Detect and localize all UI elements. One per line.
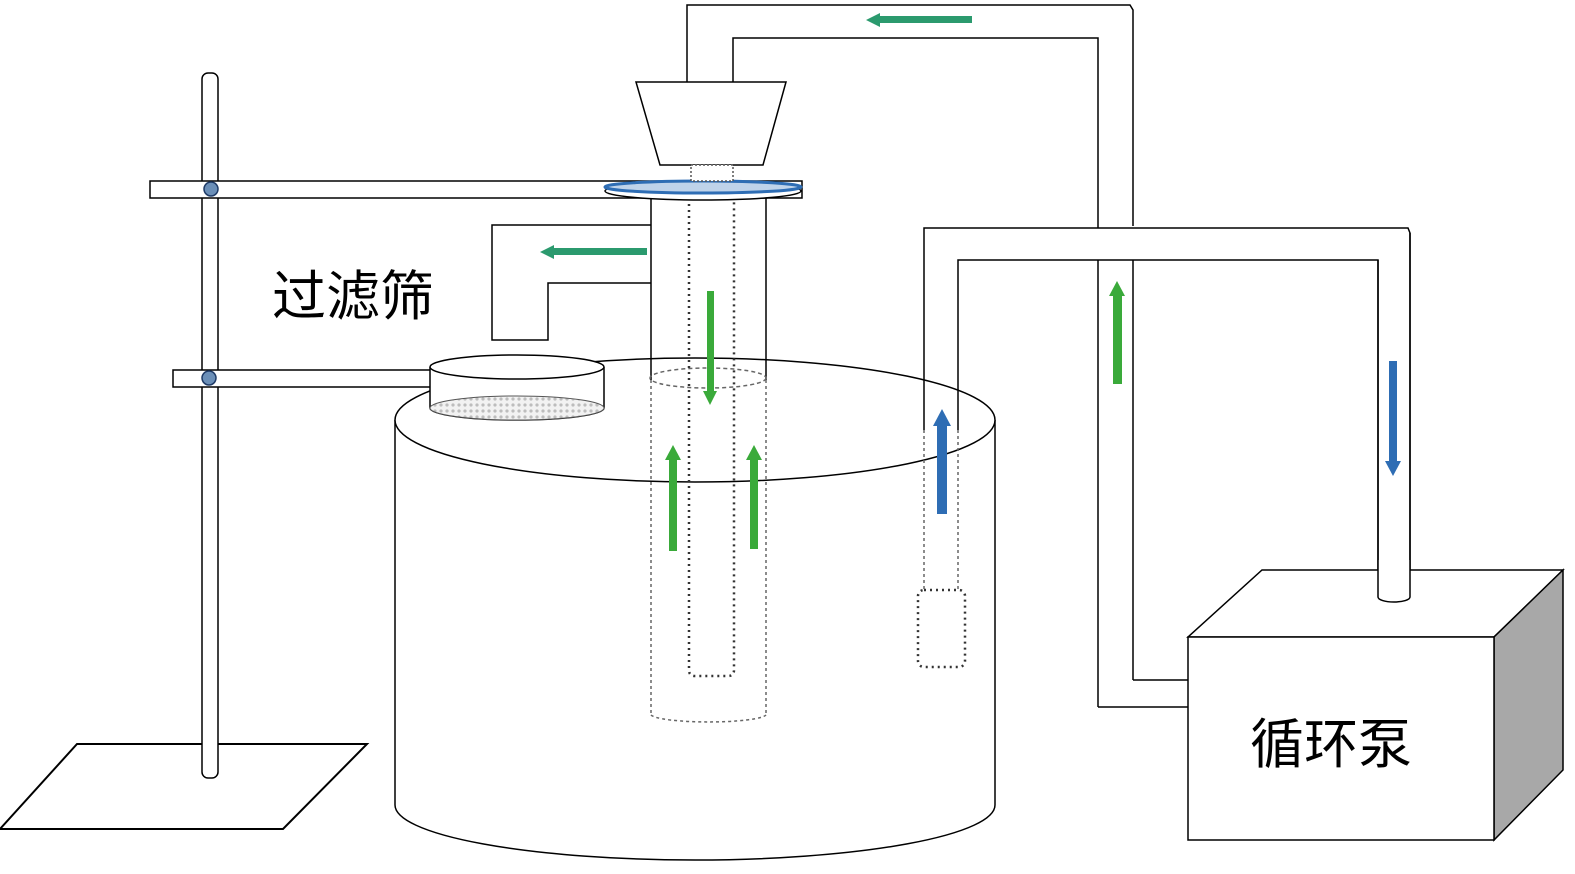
overflow-pipe xyxy=(491,224,651,341)
riser-pipe xyxy=(1097,260,1188,708)
column-flange xyxy=(603,179,803,201)
arrow-top-return xyxy=(866,13,972,27)
arrow-suction-up xyxy=(933,409,951,514)
pump-loop-pipe xyxy=(923,227,1411,601)
arrow-discharge-down xyxy=(1385,361,1401,476)
arrow-return-riser xyxy=(1109,281,1125,384)
arrow-inner-down xyxy=(703,291,717,405)
pump-front-face xyxy=(1187,636,1495,841)
outer-column xyxy=(649,198,767,723)
top-return-pipe xyxy=(686,4,1134,228)
inner-tube xyxy=(687,198,736,678)
lower-clamp-knob xyxy=(201,370,217,386)
upper-clamp-knob xyxy=(203,181,219,197)
filter-screen xyxy=(429,354,605,421)
circulation-pump xyxy=(1186,568,1565,842)
water-tank xyxy=(394,357,996,861)
stand-base xyxy=(0,743,370,830)
arrow-annulus-up-right xyxy=(746,445,762,549)
funnel xyxy=(635,81,787,182)
pump-inlet-stub xyxy=(1377,233,1411,603)
flow-arrows xyxy=(540,13,1401,551)
suction-tube xyxy=(916,430,967,669)
sieve-mesh xyxy=(429,395,605,421)
filter-screen-label: 过滤筛 xyxy=(272,265,434,328)
sieve-rim xyxy=(429,354,605,380)
arrow-overflow-out xyxy=(540,245,647,259)
tank-body xyxy=(394,420,996,861)
arrow-annulus-up-left xyxy=(665,445,681,551)
circulation-pump-label: 循环泵 xyxy=(1250,713,1412,776)
stand-rod xyxy=(201,72,219,779)
